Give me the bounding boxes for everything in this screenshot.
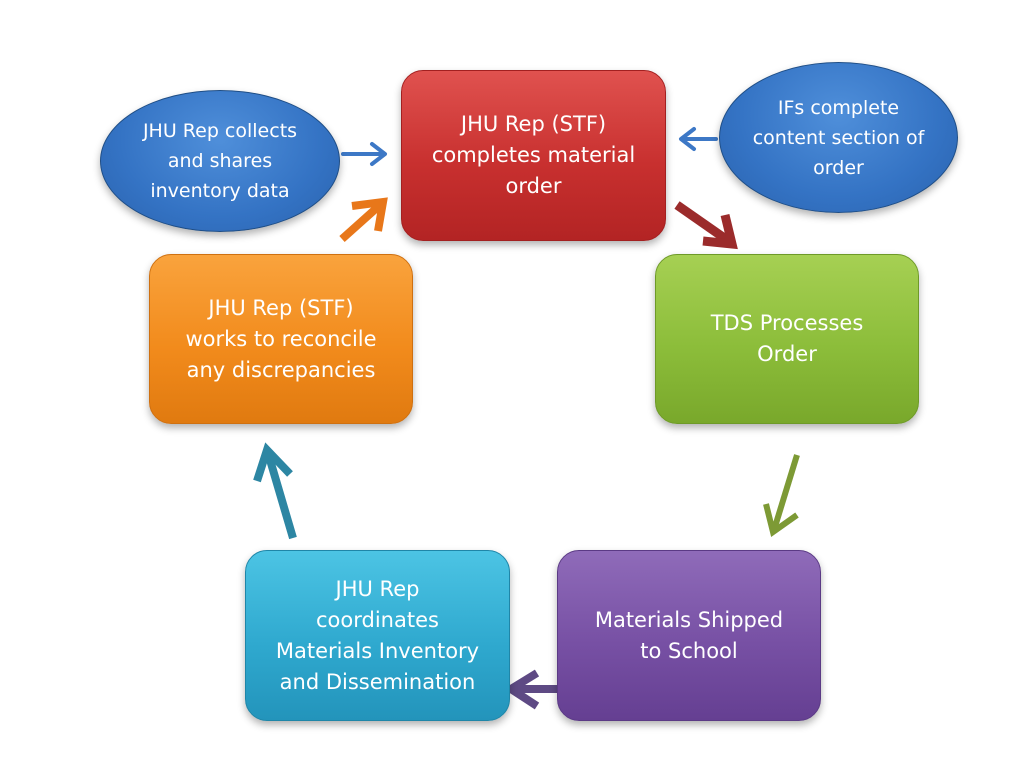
arrow-right-input-to-order xyxy=(679,127,718,151)
arrow-processing-to-shipping xyxy=(763,454,800,537)
content-section-input-ellipse: IFs complete content section of order xyxy=(719,62,958,213)
reconcile-discrepancies-step: JHU Rep (STF) works to reconcile any dis… xyxy=(149,254,413,424)
reconcile-discrepancies-step-label: JHU Rep (STF) works to reconcile any dis… xyxy=(185,295,377,382)
inventory-data-input-ellipse: JHU Rep collects and shares inventory da… xyxy=(100,90,340,232)
content-section-input-label: IFs complete content section of order xyxy=(752,96,925,179)
arrow-order-to-processing xyxy=(674,201,738,250)
tds-processing-step-label: TDS Processes Order xyxy=(710,311,864,366)
arrow-left-input-to-order xyxy=(341,142,387,166)
complete-order-step: JHU Rep (STF) completes material order xyxy=(401,70,666,241)
tds-processing-step: TDS Processes Order xyxy=(655,254,919,424)
shipping-step-label: Materials Shipped to School xyxy=(594,607,784,663)
arrow-inventory-to-reconcile xyxy=(253,442,297,540)
arrow-reconcile-to-order xyxy=(339,197,388,242)
complete-order-step-label: JHU Rep (STF) completes material order xyxy=(431,112,636,198)
inventory-coordination-step-label: JHU Rep coordinates Materials Inventory … xyxy=(275,576,480,694)
inventory-coordination-step: JHU Rep coordinates Materials Inventory … xyxy=(245,550,510,721)
shipping-step: Materials Shipped to School xyxy=(557,550,821,721)
inventory-data-input-label: JHU Rep collects and shares inventory da… xyxy=(142,120,298,202)
